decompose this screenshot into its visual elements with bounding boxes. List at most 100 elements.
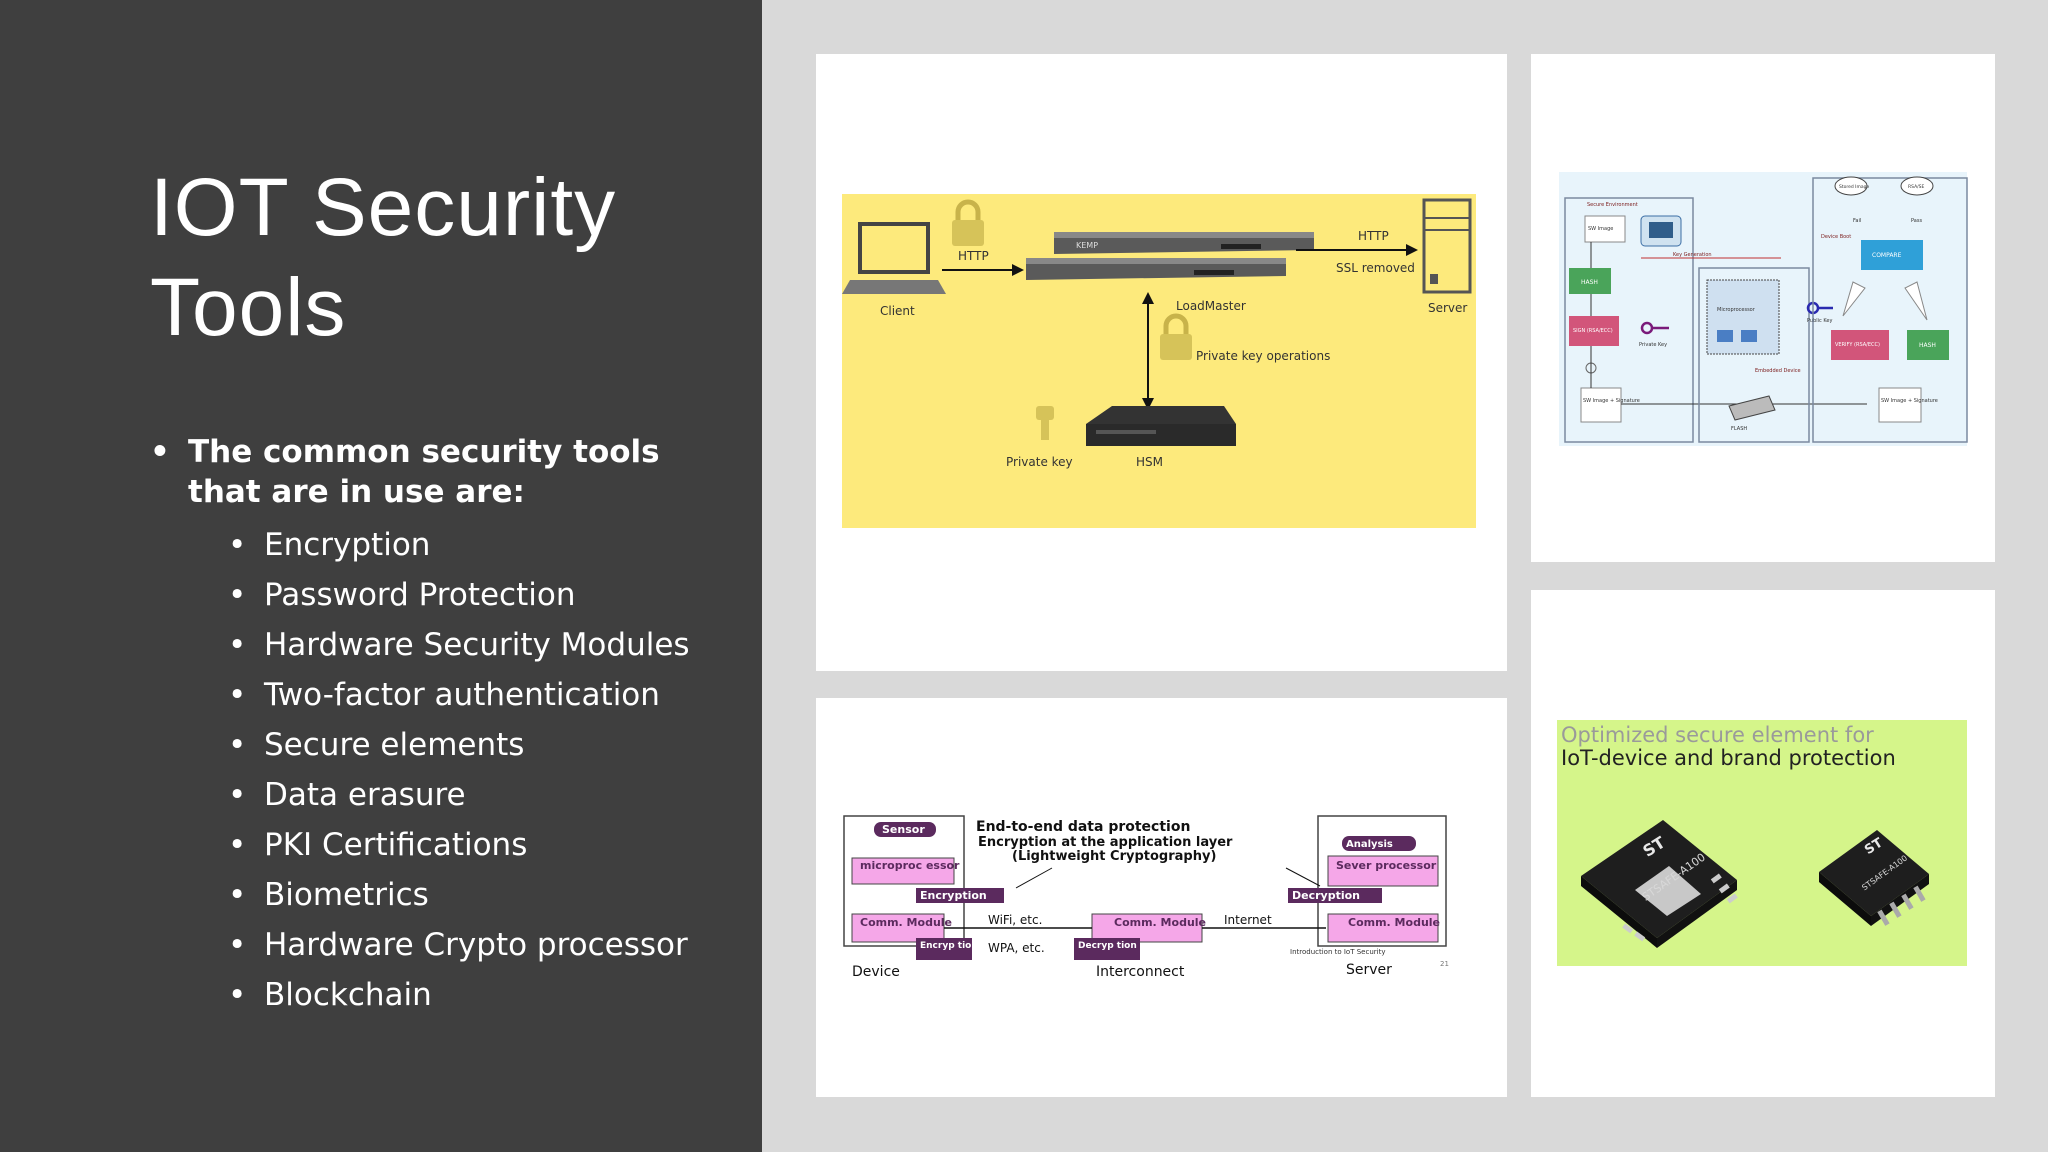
comm-module-interconnect-label: Comm. Module: [1114, 916, 1206, 929]
interconnect-label: Interconnect: [1096, 964, 1185, 980]
list-item-text: Biometrics: [264, 877, 429, 913]
headline-line-1: Optimized secure element for: [1561, 723, 1874, 747]
bullet-dot-icon: •: [228, 527, 247, 563]
bullet-dot-icon: •: [228, 827, 247, 863]
sw-image-signature-right-label: SW Image + Signature: [1881, 398, 1938, 404]
verify-label: VERIFY (RSA/ECC): [1835, 342, 1880, 348]
sw-image-signature-doc: [1580, 387, 1622, 423]
sensor-pill: [874, 822, 936, 837]
hash-label: HASH: [1581, 279, 1598, 286]
verify-box: [1831, 330, 1889, 360]
decryption-tag: [1288, 888, 1382, 903]
chip-qfn-icon: [1581, 820, 1738, 948]
encryption-label: Encryption: [920, 889, 987, 902]
list-item: • Password Protection: [150, 570, 730, 620]
rsa-se-label: RSA/SE: [1908, 184, 1925, 190]
key-icon: [1036, 406, 1054, 440]
comm-module-server: [1327, 913, 1439, 943]
http-right-label: HTTP: [1358, 229, 1389, 243]
sensor-label: Sensor: [882, 823, 925, 836]
list-item: •Encryption: [150, 520, 730, 570]
stored-image-label: Stored Image: [1839, 184, 1870, 190]
title-pane: IOT Security Tools • The common security…: [0, 0, 762, 1152]
analysis-label: Analysis: [1346, 839, 1393, 850]
comm-module-interconnect: [1091, 913, 1203, 943]
sw-image-doc: [1584, 215, 1626, 243]
client-label: Client: [880, 304, 915, 318]
hash-right-label: HASH: [1919, 342, 1936, 349]
list-item: •Secure elements: [150, 720, 730, 770]
list-item: •Two-factor authentication: [150, 670, 730, 720]
embedded-device-box: [1698, 267, 1810, 443]
lock-icon: [1160, 313, 1192, 360]
sign-box: [1569, 316, 1619, 346]
lock-icon: [952, 199, 984, 246]
list-item: • Biometrics: [150, 870, 730, 920]
panel-end-to-end: End-to-end data protection Encryption at…: [816, 698, 1507, 1097]
flash-label: FLASH: [1731, 426, 1747, 432]
server-box: [1317, 815, 1447, 947]
lead-text: The common security tools that are in us…: [188, 434, 660, 510]
bullet-dot-icon: •: [228, 677, 247, 713]
decryption-box: [1074, 938, 1140, 960]
bullet-dot-icon: •: [228, 877, 247, 913]
device-boot-label: Device Boot: [1821, 234, 1851, 240]
private-key-label: Private Key: [1639, 342, 1667, 348]
end-to-end-diagram: End-to-end data protection Encryption at…: [843, 815, 1449, 980]
decryption-label: Decryption: [1292, 889, 1360, 902]
list-item-text: Hardware Security Modules: [264, 627, 690, 663]
headline-line-2: IoT-device and brand protection: [1561, 746, 1896, 770]
public-key-label: Public Key: [1807, 318, 1832, 324]
comm-module-server-label: Comm. Module: [1348, 916, 1440, 929]
secure-boot-diagram: Secure Environment SW Image HASH SIGN (R…: [1559, 172, 1968, 446]
hash-box-right: [1907, 330, 1949, 360]
e2e-subtitle: Encryption at the application layer: [978, 835, 1233, 850]
device-label: Device: [852, 964, 900, 980]
compare-box: [1861, 240, 1923, 270]
list-item-text: PKI Certifications: [264, 827, 528, 863]
hash-box: [1569, 268, 1611, 294]
secure-env-label: Secure Environment: [1587, 202, 1638, 208]
key-generation-label: Key Generation: [1673, 252, 1712, 258]
list-item-text: Password Protection: [264, 577, 576, 613]
comm-module-device: [851, 913, 945, 943]
list-item: • PKI Certifications: [150, 820, 730, 870]
microprocessor-chip: [1706, 279, 1780, 355]
bullet-dot-icon: •: [228, 777, 247, 813]
e2e-subtitle-2: (Lightweight Cryptography): [1012, 849, 1216, 864]
encryption-box: [916, 938, 972, 960]
bullet-dot-icon: •: [150, 434, 170, 470]
fail-label: Fail: [1853, 218, 1861, 224]
panel-secure-element: Optimized secure element for IoT-device …: [1531, 590, 1995, 1097]
bullet-dot-icon: •: [228, 977, 247, 1013]
microprocessor-label: Microprocessor: [1717, 307, 1756, 313]
list-item-text: Blockchain: [264, 977, 432, 1013]
server-icon: [1422, 198, 1472, 294]
chip-soic-icon: [1819, 830, 1929, 926]
loadmaster-label: LoadMaster: [1176, 299, 1246, 313]
panel-loadmaster-hsm: Client HTTP KEMP LoadMaster HTTP SSL rem…: [816, 54, 1507, 671]
sign-label: SIGN (RSA/ECC): [1573, 328, 1613, 334]
list-item: • Data erasure: [150, 770, 730, 820]
lead-bullet: • The common security tools that are in …: [150, 432, 730, 512]
e2e-title: End-to-end data protection: [976, 819, 1190, 835]
hsm-label: HSM: [1136, 455, 1163, 469]
wifi-label: WiFi, etc.: [988, 913, 1042, 927]
microprocessor-label: microproc essor: [860, 859, 960, 872]
analysis-pill: [1342, 836, 1416, 851]
wpa-label: WPA, etc.: [988, 941, 1045, 955]
panel-secure-boot: Secure Environment SW Image HASH SIGN (R…: [1531, 54, 1995, 562]
list-item-text: Data erasure: [264, 777, 466, 813]
kemp-brand-label: KEMP: [1076, 241, 1098, 250]
ssl-removed-label: SSL removed: [1336, 261, 1415, 275]
bullet-dot-icon: •: [228, 577, 247, 613]
sw-image-signature-label: SW Image + Signature: [1583, 398, 1640, 404]
pass-label: Pass: [1911, 218, 1922, 224]
server-processor-label: Sever processor: [1336, 859, 1437, 872]
microprocessor-box: [851, 857, 955, 885]
comm-module-device-label: Comm. Module: [860, 916, 952, 929]
decryption-box-label: Decryp tion: [1078, 941, 1137, 951]
loadmaster-hsm-diagram: Client HTTP KEMP LoadMaster HTTP SSL rem…: [842, 194, 1476, 528]
list-item-text: Hardware Crypto processor: [264, 927, 688, 963]
laptop-icon: [842, 222, 946, 294]
